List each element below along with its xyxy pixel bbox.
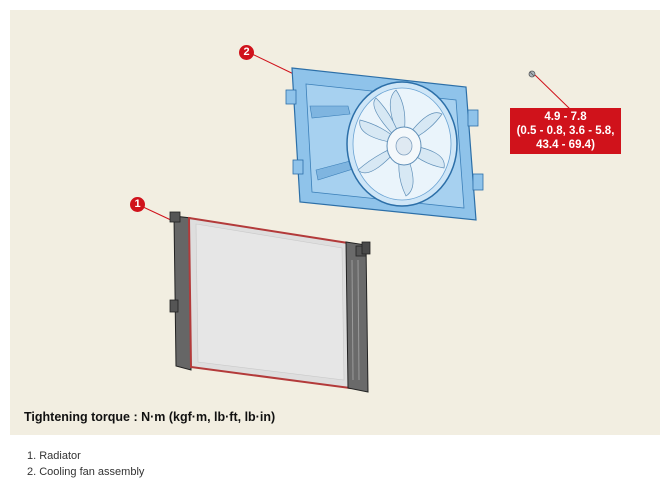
callout-radiator: 1 bbox=[130, 197, 145, 212]
bolt-icon bbox=[528, 70, 536, 78]
parts-legend: 1. Radiator 2. Cooling fan assembly bbox=[27, 448, 144, 480]
cooling-fan-assembly bbox=[285, 67, 484, 221]
diagram-figure: 2 1 4.9 - 7.8 (0.5 - 0.8, 3.6 - 5.8, 43.… bbox=[10, 10, 660, 435]
torque-spec-box: 4.9 - 7.8 (0.5 - 0.8, 3.6 - 5.8, 43.4 - … bbox=[510, 108, 621, 154]
torque-spec-line2: (0.5 - 0.8, 3.6 - 5.8, bbox=[516, 125, 615, 137]
radiator bbox=[169, 211, 371, 393]
legend-item-cooling-fan: 2. Cooling fan assembly bbox=[27, 466, 145, 478]
torque-spec-line1: 4.9 - 7.8 bbox=[544, 111, 587, 123]
tightening-torque-label: Tightening torque : N·m (kgf·m, lb·ft, l… bbox=[24, 410, 276, 424]
callout-fan: 2 bbox=[239, 45, 254, 60]
leader-line-bolt bbox=[534, 74, 571, 110]
torque-spec-line3: 43.4 - 69.4) bbox=[536, 139, 595, 151]
legend-item-radiator: 1. Radiator bbox=[27, 450, 81, 462]
diagram-illustration bbox=[140, 52, 571, 393]
